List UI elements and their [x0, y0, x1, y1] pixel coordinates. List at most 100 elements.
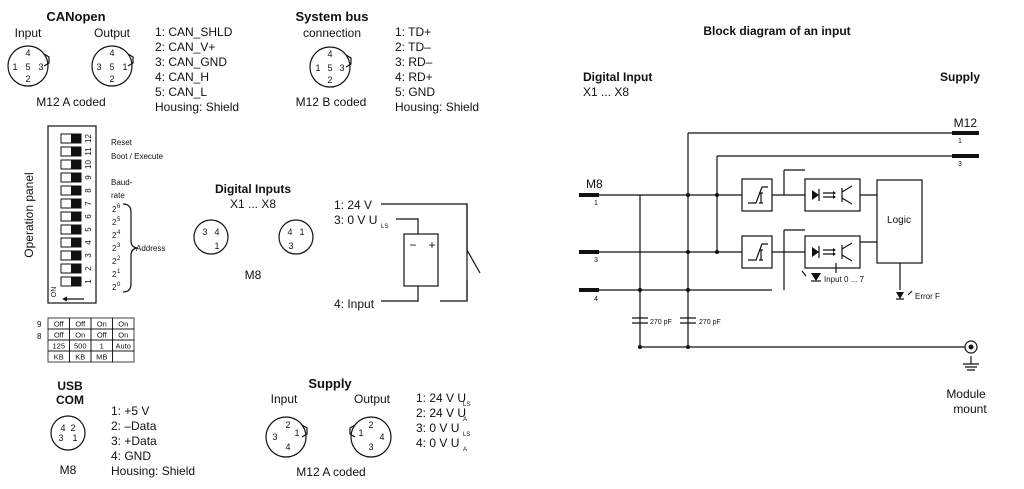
pinout-sub: A	[463, 417, 467, 423]
digital-inputs-range: X1 ... X8	[230, 197, 276, 211]
table-cell	[112, 350, 135, 363]
dip-switch[interactable]	[60, 237, 82, 248]
pin-label: 1	[72, 433, 77, 443]
pin-label: 1	[294, 428, 299, 438]
table-cell-text: On	[75, 331, 85, 340]
usb-title: USB	[57, 379, 83, 393]
ground-icon	[963, 340, 979, 371]
optocoupler-1	[804, 178, 861, 212]
pinout-sub: LS	[463, 432, 470, 438]
supply-section: Supply Input Output 2 1 3 4 2 1 4 3 M12 …	[265, 376, 470, 479]
block-m8: M8	[586, 177, 603, 191]
address-power: 2	[112, 244, 117, 253]
capacitors	[632, 317, 696, 324]
line-0v: 3: 0 V U	[334, 213, 377, 227]
canopen-input-connector: 4 1 5 3 2	[7, 45, 50, 87]
pin-label: 4	[214, 227, 219, 237]
dip-switch[interactable]	[60, 133, 82, 144]
module-label: Module	[946, 387, 986, 401]
on-label: ON	[51, 287, 58, 298]
supply-pinout: 1: 24 V U LS 2: 24 V U A 3: 0 V U LS 4: …	[416, 391, 470, 453]
dip-switch-group	[60, 133, 82, 287]
digital-inputs-title: Digital Inputs	[215, 182, 291, 196]
canopen-pinout: 1: CAN_SHLD 2: CAN_V+ 3: CAN_GND 4: CAN_…	[155, 25, 239, 114]
dip-switch-number: 3	[84, 253, 93, 258]
line-24v: 1: 24 V	[334, 198, 372, 212]
m8-pin3: 3	[594, 257, 598, 264]
pinout-line: 2: TD–	[395, 40, 431, 54]
pin-label: 2	[70, 423, 75, 433]
address-power: 2	[112, 270, 117, 279]
pin-label: 5	[25, 62, 30, 72]
dip-switch[interactable]	[60, 198, 82, 209]
canopen-output-label: Output	[94, 26, 131, 40]
pinout-line: 1: CAN_SHLD	[155, 25, 233, 39]
address-power: 2	[112, 205, 117, 214]
table-cell-text: KB	[54, 353, 64, 362]
pin-label: 2	[109, 74, 114, 84]
block-supply: Supply	[940, 70, 980, 84]
pin-label: 3	[202, 227, 207, 237]
dip-switch[interactable]	[60, 185, 82, 196]
dip-switch[interactable]	[60, 211, 82, 222]
block-digital-input: Digital Input	[583, 70, 652, 84]
table-row-label: 8	[37, 332, 42, 341]
pin-label: 5	[327, 63, 332, 73]
pin-label: 4	[25, 48, 30, 58]
pinout-line: 1: TD+	[395, 25, 431, 39]
label-reset: Reset	[111, 138, 133, 147]
m8-connector-2: 4 1 3	[278, 219, 314, 255]
block-wiring	[599, 132, 965, 348]
canopen-input-label: Input	[15, 26, 42, 40]
pin-label: 4	[379, 432, 384, 442]
pin-label: 1	[299, 227, 304, 237]
input-led-icon	[801, 270, 821, 282]
pinout-line: 4: CAN_H	[155, 70, 209, 84]
dip-switch-number: 2	[84, 266, 93, 271]
usb-section: USB COM 4 2 3 1 M8 1: +5 V 2: –Data 3: +…	[50, 379, 195, 478]
dip-switch[interactable]	[60, 276, 82, 287]
pin-label: 2	[368, 420, 373, 430]
dip-switch[interactable]	[60, 159, 82, 170]
filter-box-2	[741, 235, 773, 269]
sysbus-connector: 4 1 5 3 2	[309, 46, 352, 88]
usb-pinout: 1: +5 V 2: –Data 3: +Data 4: GND Housing…	[111, 404, 195, 478]
pinout-line: 1: 24 V U	[416, 391, 466, 405]
address-power-exp: 2	[117, 256, 121, 262]
pin-label: 1	[122, 62, 127, 72]
block-diagram: Block diagram of an input Digital Input …	[579, 24, 987, 416]
sysbus-pinout: 1: TD+ 2: TD– 3: RD– 4: RD+ 5: GND Housi…	[395, 25, 479, 114]
pin-label: 1	[214, 241, 219, 251]
logic-box	[876, 179, 923, 264]
dip-switch[interactable]	[60, 172, 82, 183]
operation-panel-title: Operation panel	[22, 172, 36, 257]
table-cell-text: Off	[54, 320, 65, 329]
line-0v-sub: LS	[381, 224, 388, 230]
pinout-line: Housing: Shield	[395, 100, 479, 114]
label-boot: Boot / Execute	[111, 152, 164, 161]
dip-switch[interactable]	[60, 146, 82, 157]
error-led-icon	[896, 290, 913, 300]
dip-switch[interactable]	[60, 263, 82, 274]
dip-switch-number: 4	[84, 240, 93, 245]
pin-label: 4	[287, 227, 292, 237]
table-cell-text: On	[118, 320, 128, 329]
sysbus-section: System bus connection 4 1 5 3 2 M12 B co…	[296, 9, 480, 114]
pin-label: 4	[109, 48, 114, 58]
dip-switch[interactable]	[60, 250, 82, 261]
dip-switch[interactable]	[60, 224, 82, 235]
junction-dots	[638, 193, 719, 349]
pin-label: 1	[358, 428, 363, 438]
supply-input-label: Input	[271, 392, 298, 406]
dip-switch-block	[47, 125, 97, 304]
logic-label: Logic	[887, 215, 911, 226]
table-cell-text: Off	[75, 320, 86, 329]
pin-label: 4	[60, 423, 65, 433]
pin-label: 2	[25, 74, 30, 84]
minus-sign: −	[409, 238, 416, 252]
pinout-line: 5: GND	[395, 85, 435, 99]
table-cell-text: MB	[96, 353, 107, 362]
m12-pin1: 1	[958, 138, 962, 145]
dip-switch-number: 11	[84, 147, 93, 156]
